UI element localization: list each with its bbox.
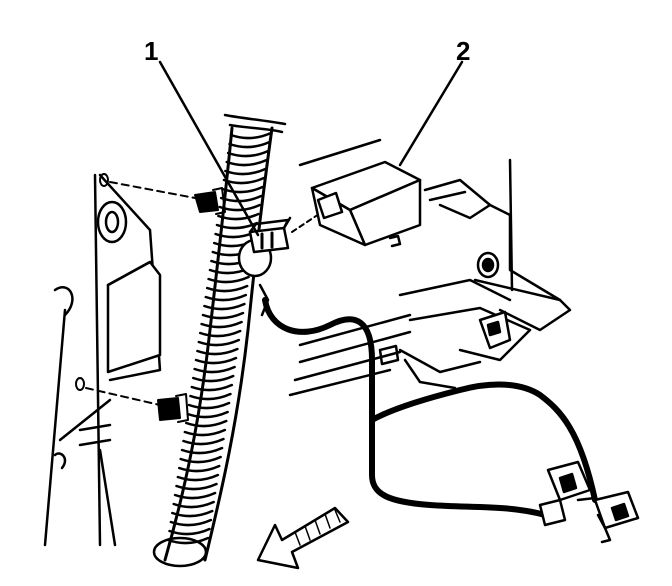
conduit-rib xyxy=(190,383,234,392)
conduit-rib xyxy=(196,347,239,356)
conduit-rib xyxy=(198,329,242,338)
conduit-rib xyxy=(187,401,231,410)
conduit-rib xyxy=(171,509,214,518)
conduit-rib xyxy=(172,500,215,509)
conduit-rib xyxy=(200,320,243,329)
conduit-rib xyxy=(226,149,270,158)
conduit-rib xyxy=(186,410,229,419)
conduit-rib xyxy=(207,275,250,284)
callout-2-label: 2 xyxy=(456,36,470,66)
callout-1-label: 1 xyxy=(144,36,158,66)
lower-bolt xyxy=(75,377,189,423)
conduit-rib xyxy=(222,176,266,185)
connector xyxy=(248,216,292,254)
conduit-rib xyxy=(229,131,273,140)
conduit-rib xyxy=(169,518,213,527)
wire-harness xyxy=(262,297,598,518)
module xyxy=(298,138,422,248)
conduit-rib xyxy=(219,194,263,203)
left-body-panel xyxy=(43,173,162,547)
conduit-rib xyxy=(203,302,246,311)
conduit-rib xyxy=(176,473,220,482)
conduit-rib xyxy=(183,428,227,437)
conduit-rib xyxy=(193,365,236,374)
conduit-rib xyxy=(215,221,259,230)
lower-connector-a xyxy=(538,460,592,527)
conduit-rib xyxy=(179,455,222,464)
conduit-rib xyxy=(173,491,217,500)
mounting-bracket xyxy=(288,158,572,397)
conduit-rib xyxy=(191,374,235,383)
callout-leaders xyxy=(158,60,464,237)
forward-arrow-icon xyxy=(256,506,350,570)
conduit-rib xyxy=(205,284,249,293)
conduit-rib xyxy=(175,482,218,491)
conduit-rib xyxy=(204,293,248,302)
conduit-rib xyxy=(184,419,228,428)
conduit-rib xyxy=(189,392,232,401)
conduit-rib xyxy=(166,536,210,545)
conduit-rib xyxy=(178,464,221,473)
lower-connector-b xyxy=(576,490,640,544)
conduit-rib xyxy=(201,311,245,320)
conduit-rib xyxy=(218,203,261,212)
conduit-rib xyxy=(168,527,211,536)
conduit-rib xyxy=(224,167,267,176)
conduit-rib xyxy=(182,437,225,446)
conduit-rib xyxy=(197,338,241,347)
conduit-rib xyxy=(225,158,268,167)
harness-conduit xyxy=(152,113,287,568)
conduit-rib xyxy=(180,446,224,455)
conduit-rib xyxy=(221,185,264,194)
conduit-rib xyxy=(228,140,271,149)
conduit-rib xyxy=(217,212,260,221)
conduit-rib xyxy=(194,356,238,365)
